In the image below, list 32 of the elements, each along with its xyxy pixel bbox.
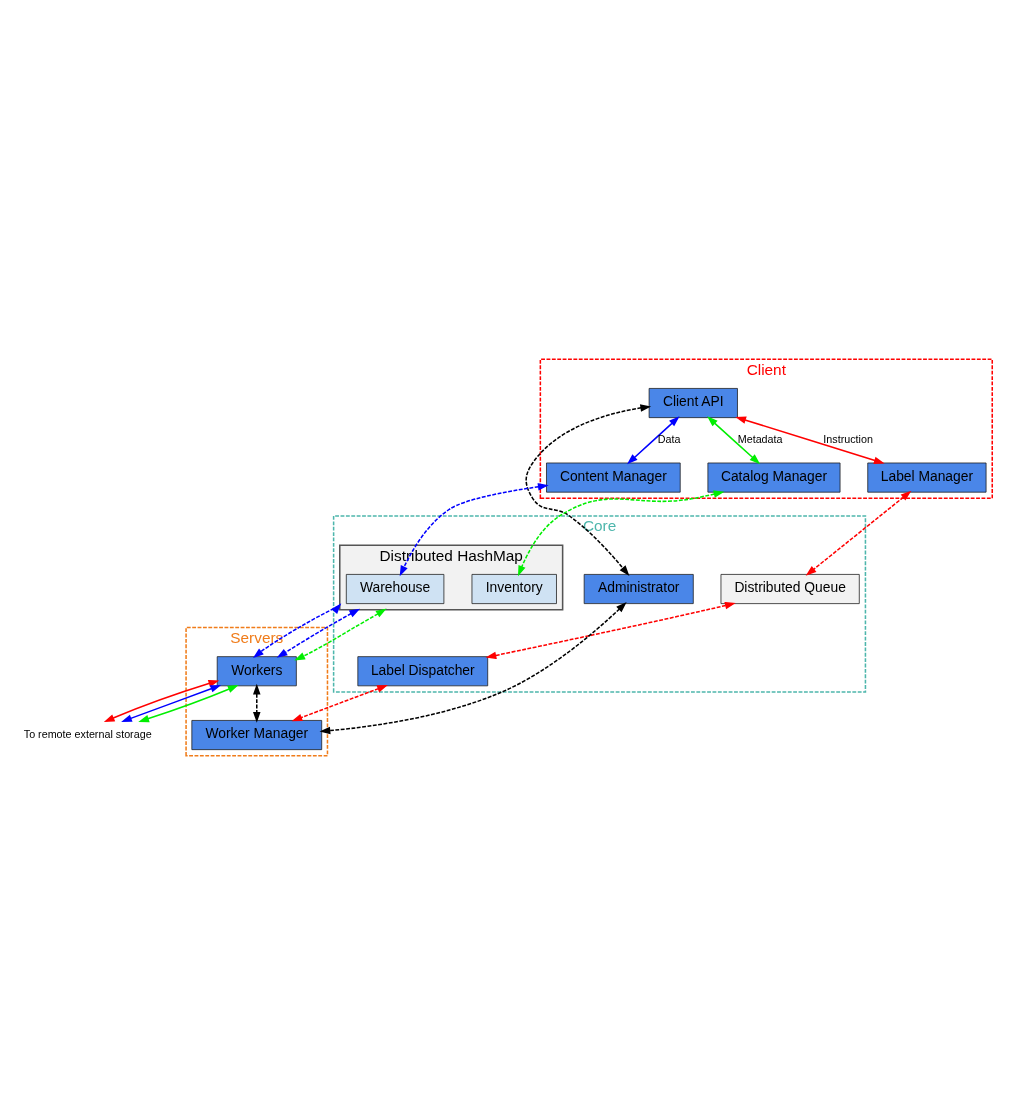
node-box: Workers [216,656,297,687]
arrow [103,679,220,723]
arrow [627,416,680,465]
node-box: Catalog Manager [707,462,841,493]
node-box: Inventory [471,574,557,604]
arrow [121,685,222,722]
arrow [319,602,627,735]
edge-label: Instruction [823,433,873,446]
node-box: Warehouse [345,574,445,604]
arrow [291,685,388,722]
edge-label: Data [657,433,681,446]
edge-label: Metadata [737,433,783,446]
arrow [276,608,361,658]
arrow [707,416,761,465]
arrow [518,490,725,577]
node-box: Label Manager [867,462,987,493]
node-box: Administrator [583,574,694,604]
node-text: To remote external storage [23,727,152,740]
arrow [735,416,885,464]
node-box: Worker Manager [191,720,323,750]
node-box: Distributed Queue [720,574,860,604]
node-box: Client API [648,388,738,418]
arrow [252,603,342,659]
arrow [253,683,261,723]
node-box: Label Dispatcher [357,656,489,687]
arrow [525,404,652,577]
arrow [805,490,912,576]
arrow [485,601,736,660]
node-box: Content Manager [546,462,681,493]
arrow [138,685,239,723]
arrow [399,483,549,577]
arrow [294,608,387,661]
